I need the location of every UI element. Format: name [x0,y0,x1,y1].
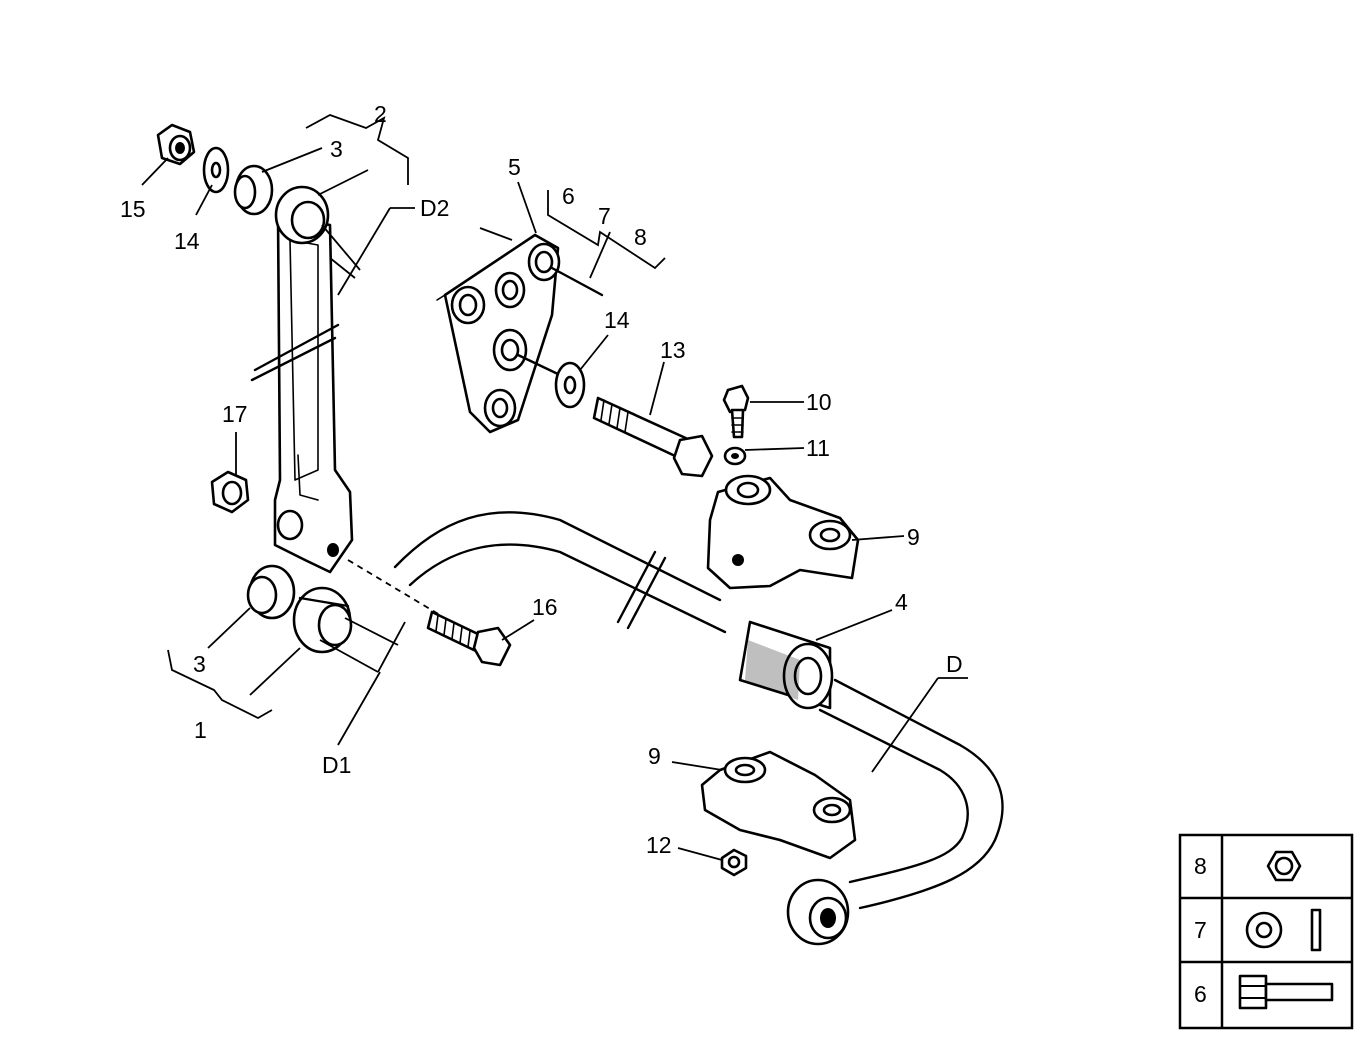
callout-16: 16 [532,594,558,620]
upper-link-hardware [156,123,274,216]
lower-link-bushing [246,564,353,654]
clamp-upper [706,474,860,590]
legend-number-7: 7 [1194,917,1207,943]
leader-lines [141,114,968,861]
callout-d: D [946,651,963,677]
callout-14-upper: 14 [174,228,200,254]
legend-row-8: 8 [1194,850,1302,882]
callout-7: 7 [598,203,611,229]
callout-d1: D1 [322,752,351,778]
legend-row-6: 6 [1194,974,1334,1010]
callout-labels: 1 2 3 3 4 5 6 7 8 9 9 10 11 12 13 14 14 … [120,101,963,858]
callout-3-lower: 3 [193,651,206,677]
legend-table: 8 7 6 [1178,833,1354,1030]
legend-row-7: 7 [1194,908,1322,952]
stabilizer-bar [393,511,1004,910]
callout-1: 1 [194,717,207,743]
stabilizer-bar-end-eye [786,878,850,946]
callout-6: 6 [562,183,575,209]
callout-d2: D2 [420,195,449,221]
link-arm [250,185,354,574]
hex-nut-icon [1266,850,1302,882]
callout-13: 13 [660,337,686,363]
callout-9-lower: 9 [648,743,661,769]
callout-4: 4 [895,589,908,615]
callout-14-mid: 14 [604,307,630,333]
callout-17: 17 [222,401,248,427]
bolt-16 [347,559,512,667]
nut-17 [210,470,250,514]
callout-15: 15 [120,196,146,222]
callout-12: 12 [646,832,672,858]
callout-8: 8 [634,224,647,250]
callout-2: 2 [374,101,387,127]
callout-3-upper: 3 [330,136,343,162]
washer-icon [1245,908,1322,952]
clamp-lower [700,750,857,860]
callout-11: 11 [806,435,830,461]
bracket-plate [436,233,604,434]
callout-5: 5 [508,154,521,180]
bar-bushing [738,620,834,710]
legend-number-8: 8 [1194,853,1207,879]
bolt-13-assembly [516,353,714,478]
legend-number-6: 6 [1194,981,1207,1007]
nut-12 [720,848,748,877]
callout-9-upper: 9 [907,524,920,550]
bolt-icon [1238,974,1334,1010]
callout-10: 10 [806,389,832,415]
bolt-10-assembly [722,384,750,466]
